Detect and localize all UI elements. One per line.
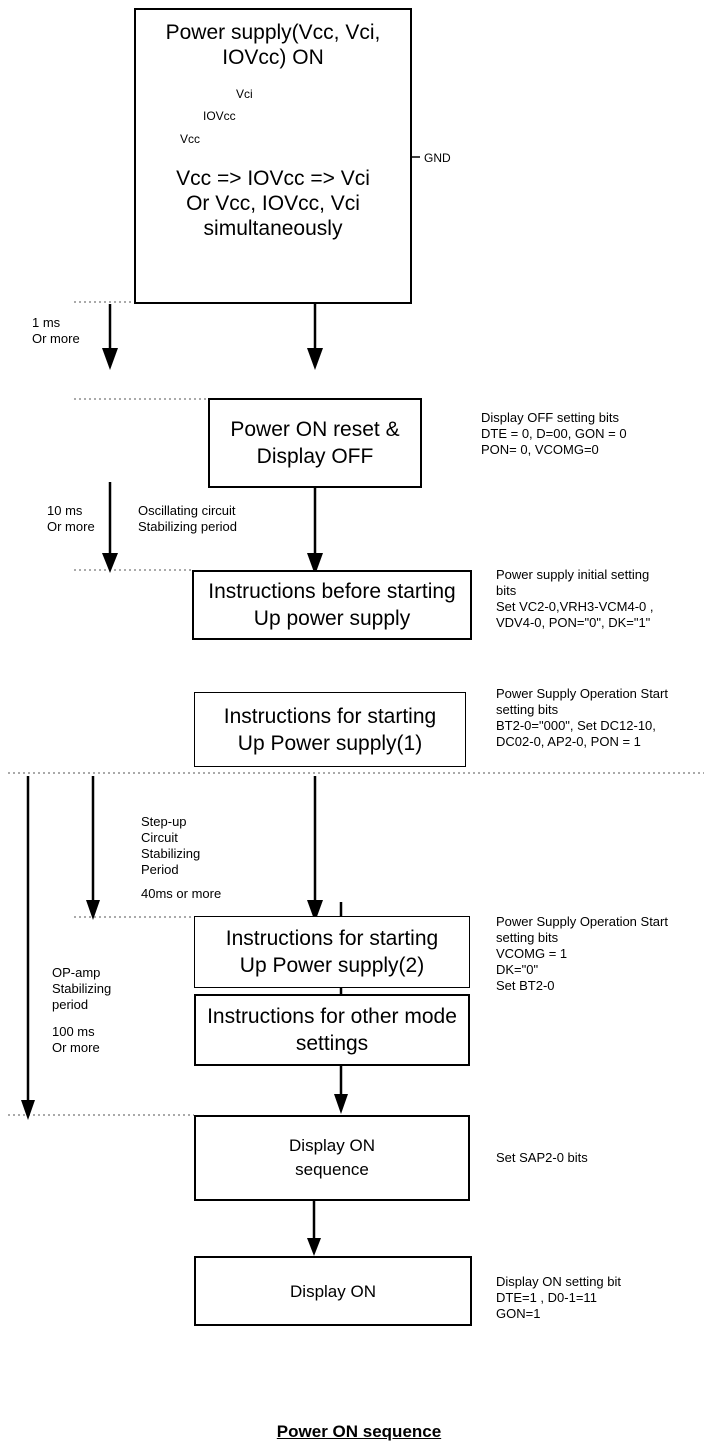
instructions-start1-box: Instructions for starting Up Power suppl… [194, 692, 466, 767]
display-on-note: Display ON setting bit DTE=1 , D0-1=11 G… [496, 1274, 621, 1322]
note-line: 1 ms [32, 315, 61, 330]
note-line: 10 ms [47, 503, 83, 518]
box-line: Power ON reset & [230, 418, 400, 441]
box-line: Up power supply [253, 607, 411, 630]
operation-start1-note: Power Supply Operation Start setting bit… [496, 686, 668, 750]
note-line: OP-amp [52, 965, 101, 980]
waveform-label-gnd: GND [424, 151, 451, 165]
note-line: bits [496, 583, 517, 598]
box-line: sequence [295, 1160, 369, 1179]
power-supply-on-box: Power supply(Vcc, Vci, IOVcc) ON Vcc => … [134, 8, 412, 304]
arrowhead [307, 900, 323, 922]
timing-1ms: 1 ms Or more [32, 315, 80, 347]
operation-start2-note: Power Supply Operation Start setting bit… [496, 914, 668, 994]
note-line: Power Supply Operation Start [496, 686, 668, 701]
box-line: Vcc => IOVcc => Vci [176, 167, 370, 190]
box-line: IOVcc) ON [222, 46, 324, 69]
note-line: DTE = 0, D=00, GON = 0 [481, 426, 627, 441]
display-on-sequence-box: Display ON sequence [194, 1115, 470, 1201]
arrowhead [307, 553, 323, 575]
note-line: DC02-0, AP2-0, PON = 1 [496, 734, 641, 749]
note-line: 100 ms [52, 1024, 95, 1039]
page-title: Power ON sequence [276, 1422, 442, 1441]
box-line: Up Power supply(2) [239, 954, 425, 977]
box-line: Instructions for starting [225, 927, 439, 950]
arrowhead [307, 1238, 321, 1256]
step-up-desc: Step-up Circuit Stabilizing Period [141, 814, 200, 878]
timing-100ms: 100 ms Or more [52, 1024, 100, 1056]
box-line: Instructions before starting [208, 580, 456, 603]
note-line: BT2-0="000", Set DC12-10, [496, 718, 656, 733]
box-line: Display OFF [256, 445, 374, 468]
note-line: VDV4-0, PON="0", DK="1" [496, 615, 651, 630]
note-line: PON= 0, VCOMG=0 [481, 442, 599, 457]
arrowhead [102, 553, 118, 573]
display-on-box: Display ON [194, 1256, 472, 1326]
note-line: Or more [32, 331, 80, 346]
box-line: Display ON [290, 1281, 376, 1301]
box-line: Instructions for other mode [207, 1005, 457, 1028]
initial-setting-note: Power supply initial setting bits Set VC… [496, 567, 654, 631]
waveform-label-vci: Vci [236, 87, 253, 101]
note-line: Stabilizing [52, 981, 112, 996]
instructions-start2-box: Instructions for starting Up Power suppl… [194, 916, 470, 988]
note-line: Stabilizing period [138, 519, 238, 534]
timing-10ms: 10 ms Or more [47, 503, 95, 535]
note-line: Or more [52, 1040, 100, 1055]
note-line: Circuit [141, 830, 178, 845]
box-line: settings [295, 1032, 369, 1055]
box-line: Power supply(Vcc, Vci, [165, 21, 381, 44]
note-line: Oscillating circuit [138, 503, 236, 518]
arrowhead [21, 1100, 35, 1120]
box-line: Up Power supply(1) [237, 731, 423, 755]
arrowhead [86, 900, 100, 920]
note-line: GON=1 [496, 1306, 541, 1321]
note-line: Set VC2-0,VRH3-VCM4-0 , [496, 599, 654, 614]
box-line: Or Vcc, IOVcc, Vci [186, 192, 360, 215]
note-line: Power supply initial setting [496, 567, 650, 582]
instructions-before-box: Instructions before starting Up power su… [192, 570, 472, 640]
note-line: Display OFF setting bits [481, 410, 619, 425]
opamp-desc: OP-amp Stabilizing period [52, 965, 111, 1013]
display-off-note: Display OFF setting bits DTE = 0, D=00, … [481, 410, 627, 458]
oscillating-desc: Oscillating circuit Stabilizing period [138, 503, 237, 535]
note-line: Stabilizing [141, 846, 201, 861]
note-line: setting bits [496, 702, 559, 717]
timing-40ms: 40ms or more [141, 886, 222, 901]
note-line: DK="0" [496, 962, 539, 977]
note-line: setting bits [496, 930, 559, 945]
box-line: Display ON [289, 1136, 375, 1155]
arrowhead [334, 1094, 348, 1114]
note-line: Display ON setting bit [496, 1274, 621, 1289]
sap-note: Set SAP2-0 bits [496, 1150, 588, 1165]
note-line: period [52, 997, 89, 1012]
note-line: Step-up [141, 814, 187, 829]
power-on-reset-box: Power ON reset & Display OFF [208, 398, 422, 488]
waveform-label-vcc: Vcc [180, 132, 201, 146]
box-line: Instructions for starting [223, 704, 437, 728]
note-line: Power Supply Operation Start [496, 914, 668, 929]
note-line: VCOMG = 1 [496, 946, 568, 961]
note-line: Set BT2-0 [496, 978, 555, 993]
arrowhead [307, 348, 323, 370]
arrowhead [102, 348, 118, 370]
waveform-label-iovcc: IOVcc [203, 109, 236, 123]
note-line: Or more [47, 519, 95, 534]
note-line: Period [141, 862, 179, 877]
instructions-other-box: Instructions for other mode settings [194, 994, 470, 1066]
note-line: DTE=1 , D0-1=11 [496, 1290, 597, 1305]
box-line: simultaneously [203, 217, 343, 240]
